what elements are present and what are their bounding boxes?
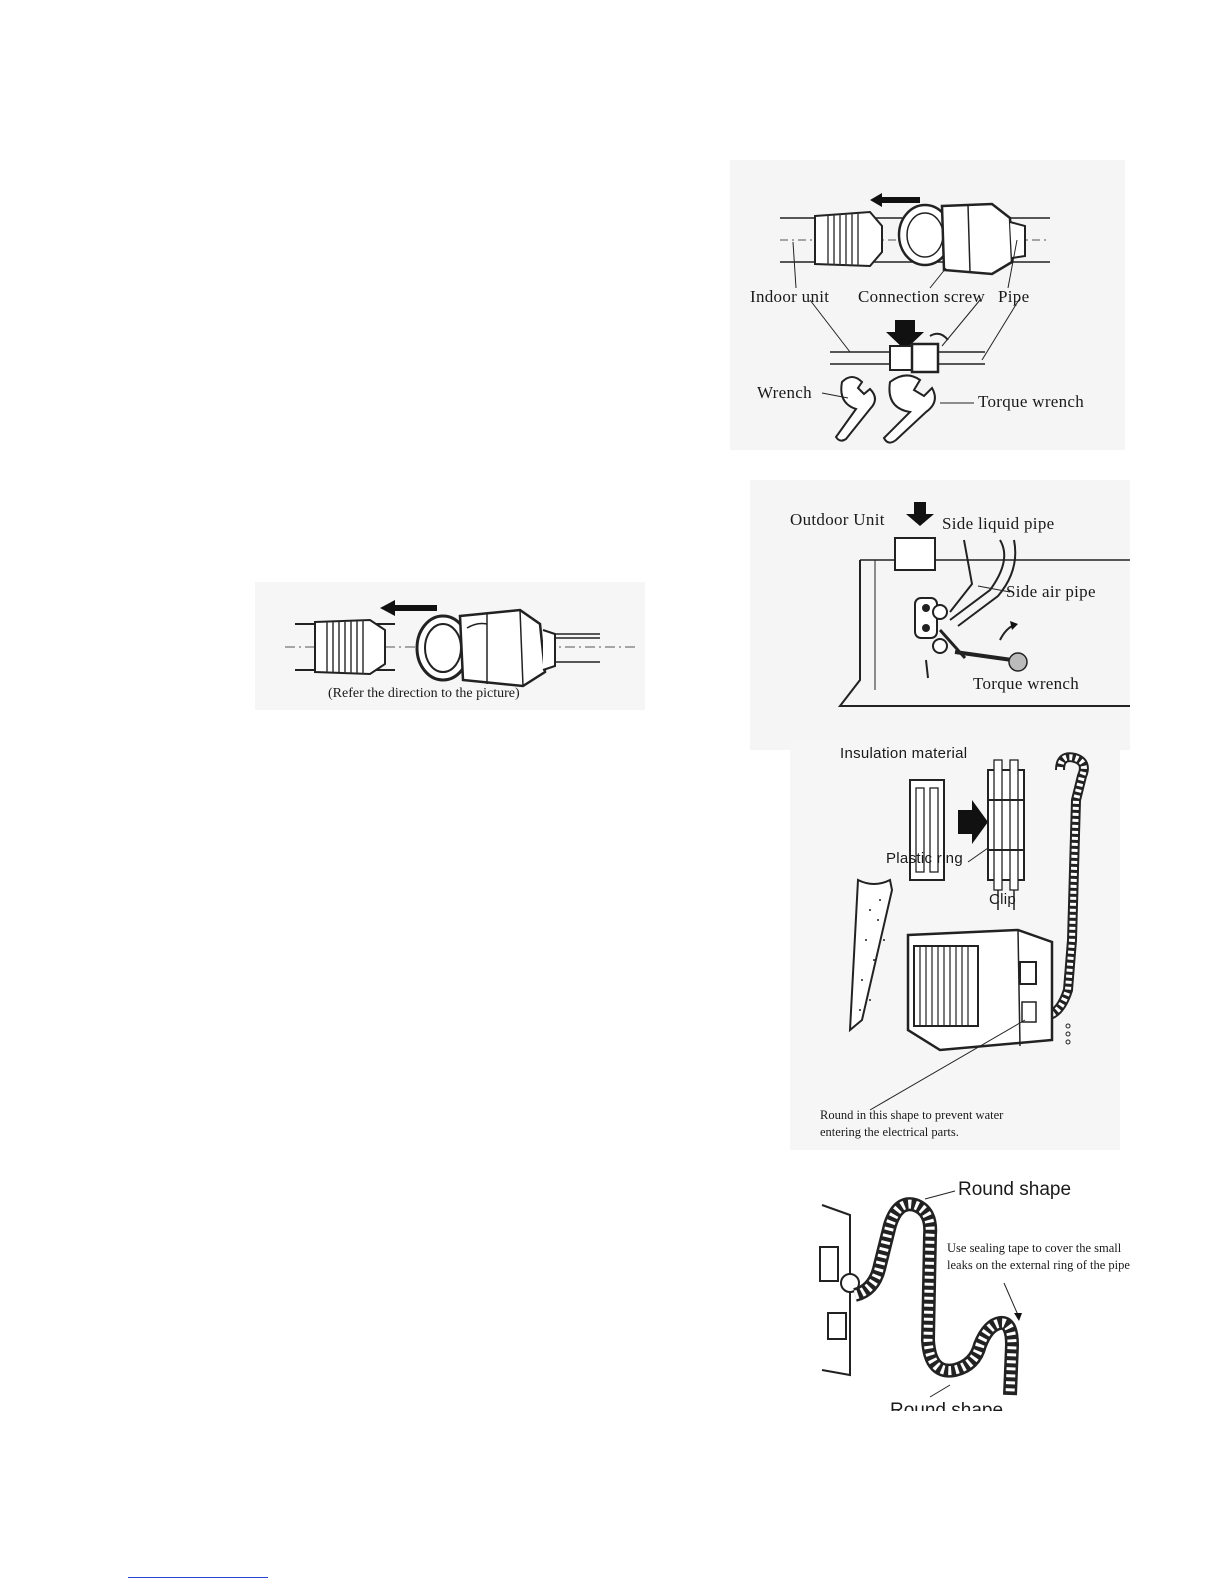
indoor-unit-label: Indoor unit: [750, 287, 830, 306]
connection-figure: Indoor unit Connection screw Pipe Wrench…: [730, 160, 1125, 450]
sealing-figure: Round shape Use sealing tape to cover th…: [800, 1175, 1150, 1411]
insulation-material-label: Insulation material: [840, 745, 968, 762]
pipe-label: Pipe: [998, 287, 1030, 306]
direction-caption: (Refer the direction to the picture): [328, 686, 520, 701]
wrench-label: Wrench: [757, 383, 812, 402]
direction-figure: (Refer the direction to the picture): [255, 582, 645, 710]
round-shape-bottom-label: Round shape: [890, 1400, 1004, 1411]
side-air-pipe-label: Side air pipe: [1006, 582, 1096, 601]
outdoor-torque-wrench-label: Torque wrench: [973, 674, 1080, 693]
round-note-line2: entering the electrical parts.: [820, 1125, 959, 1139]
connection-screw-label: Connection screw: [858, 287, 986, 306]
outdoor-unit-label: Outdoor Unit: [790, 510, 885, 529]
sealing-note-line2: leaks on the external ring of the pipe: [947, 1258, 1130, 1272]
round-shape-top-label: Round shape: [958, 1179, 1072, 1200]
clip-label: Clip: [989, 891, 1017, 908]
torque-wrench-label: Torque wrench: [978, 392, 1085, 411]
round-note-line1: Round in this shape to prevent water: [820, 1108, 1004, 1122]
plastic-ring-label: Plastic ring: [886, 850, 963, 867]
footnote-rule: [128, 1577, 268, 1578]
outdoor-unit-figure: Outdoor Unit Side liquid pipe Side air p…: [750, 480, 1130, 750]
insulation-figure: Insulation material Plastic ring Clip Ro…: [790, 740, 1120, 1150]
side-liquid-pipe-label: Side liquid pipe: [942, 514, 1055, 533]
sealing-note-line1: Use sealing tape to cover the small: [947, 1241, 1122, 1255]
